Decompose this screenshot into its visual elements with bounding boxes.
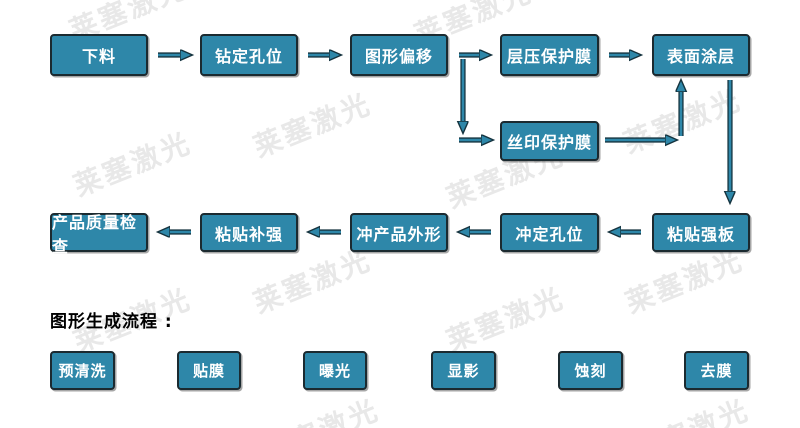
flow-node-punch-holes: 冲定孔位	[500, 213, 599, 252]
flow-node-quality-check: 产品质量检查	[50, 213, 148, 256]
pattern-node-expose: 曝光	[303, 351, 367, 390]
pattern-node-strip: 去膜	[684, 351, 749, 390]
flow-node-reinforce: 粘贴补强	[200, 213, 298, 252]
pattern-node-pre-clean: 预清洗	[50, 351, 115, 390]
flow-node-surface-coating: 表面涂层	[652, 34, 750, 76]
flow-node-punch-outline: 冲产品外形	[350, 213, 448, 252]
flow-node-blanking: 下料	[50, 34, 148, 76]
pattern-flow-heading: 图形生成流程 :	[50, 312, 173, 332]
flow-node-lamination-film: 层压保护膜	[500, 34, 599, 76]
flow-node-drilling: 钻定孔位	[200, 34, 298, 76]
flow-node-silkscreen-film: 丝印保护膜	[500, 121, 599, 161]
pattern-node-develop: 显影	[431, 351, 496, 390]
flow-node-pattern-shift: 图形偏移	[350, 34, 448, 76]
pattern-node-etch: 蚀刻	[558, 351, 623, 390]
flow-node-stiffener: 粘贴强板	[652, 213, 750, 252]
pattern-node-film-laminate: 贴膜	[177, 351, 241, 390]
